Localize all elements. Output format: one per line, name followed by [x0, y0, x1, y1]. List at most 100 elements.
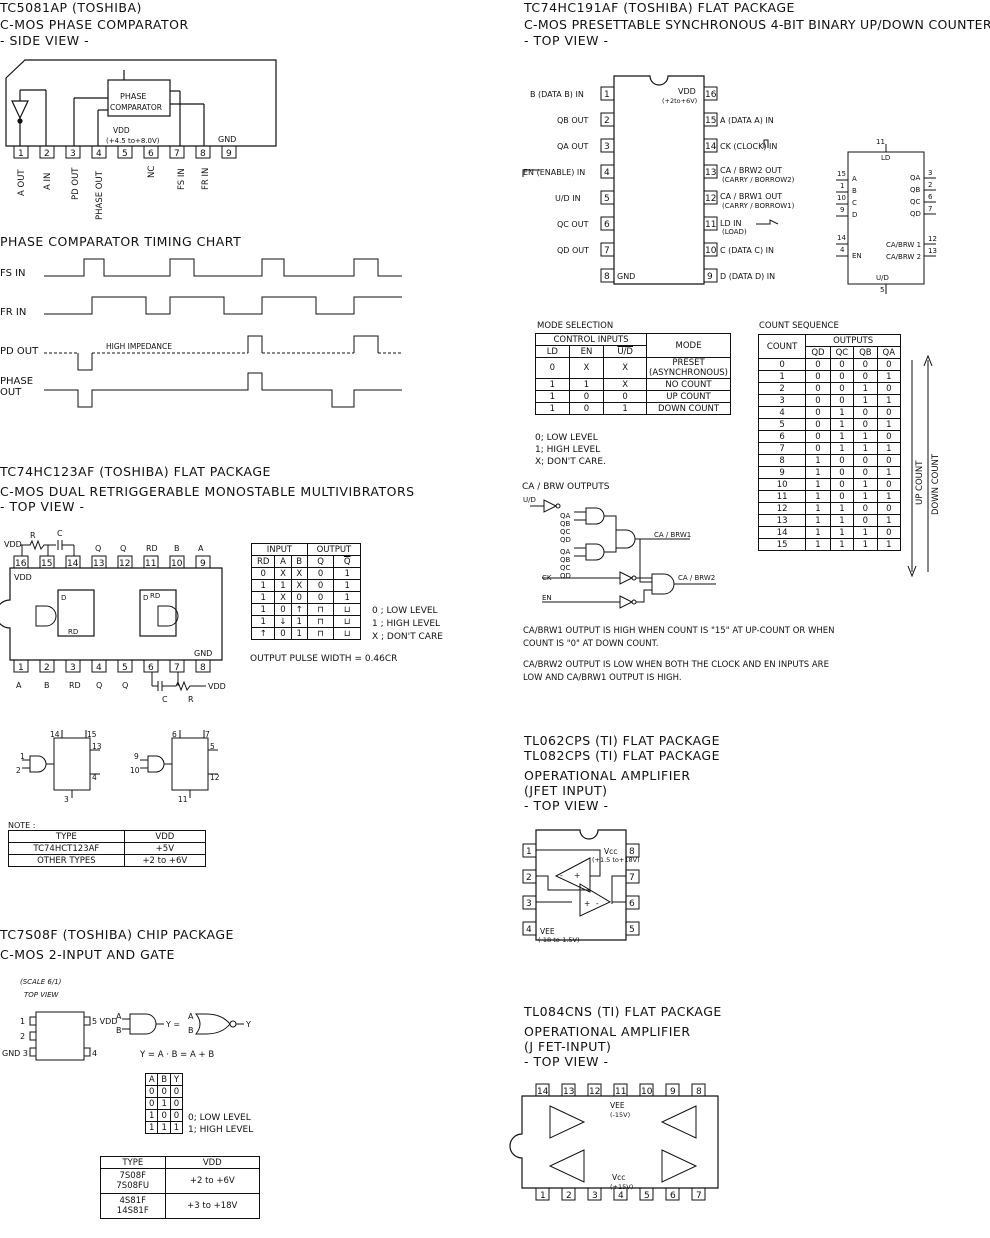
svg-text:11: 11 [145, 559, 156, 569]
count-cell: 1 [829, 526, 855, 539]
svg-text:PD OUT: PD OUT [71, 167, 81, 200]
count-cell: 1 [876, 490, 902, 503]
count-cell: 1 [876, 418, 902, 431]
tc123-note-label: NOTE : [8, 821, 36, 830]
svg-text:QB OUT: QB OUT [557, 116, 588, 125]
svg-text:Q: Q [96, 681, 102, 690]
svg-text:2: 2 [526, 873, 532, 883]
carry-note-2b: LOW AND CA/BRW1 OUTPUT IS HIGH. [523, 673, 682, 683]
svg-text:B: B [44, 681, 50, 690]
svg-text:14: 14 [705, 142, 717, 152]
svg-text:5: 5 [880, 286, 884, 294]
svg-text:D (DATA D) IN: D (DATA D) IN [720, 272, 775, 281]
svg-text:U/D: U/D [523, 496, 536, 504]
svg-text:D: D [61, 594, 66, 602]
phase-block-label: PHASE [120, 92, 146, 101]
svg-text:C: C [57, 529, 63, 538]
count-cell: 0 [805, 382, 831, 395]
svg-text:3: 3 [64, 795, 69, 804]
svg-text:9: 9 [134, 752, 139, 761]
svg-text:3: 3 [70, 663, 76, 673]
svg-text:6: 6 [928, 193, 933, 201]
svg-text:VEE: VEE [540, 927, 555, 936]
count-cell: 1 [853, 490, 878, 503]
tc123-view: - TOP VIEW - [0, 499, 85, 514]
svg-text:R: R [30, 531, 36, 540]
svg-text:(+4.5 to+8.0V): (+4.5 to+8.0V) [106, 137, 160, 145]
svg-text:(CARRY / BORROW2): (CARRY / BORROW2) [722, 176, 795, 184]
tc191-pin-labels: B (DATA B) IN QB OUT QA OUT EN (ENABLE) … [523, 87, 795, 281]
count-cell: 15 [757, 538, 807, 551]
svg-text:1: 1 [840, 182, 844, 190]
count-cell: 0 [876, 502, 902, 515]
svg-text:8: 8 [604, 272, 610, 282]
tc123-legend-low: 0 ; LOW LEVEL [372, 606, 438, 616]
svg-text:5: 5 [122, 149, 128, 159]
svg-text:CA/BRW 2: CA/BRW 2 [886, 253, 921, 261]
svg-text:(CARRY / BORROW1): (CARRY / BORROW1) [722, 202, 795, 210]
svg-text:Y =: Y = [165, 1020, 180, 1029]
svg-text:5: 5 [629, 925, 635, 935]
svg-text:A: A [198, 544, 204, 553]
svg-text:5: 5 [644, 1191, 650, 1201]
svg-text:6: 6 [148, 663, 154, 673]
tc123-pulse-width: OUTPUT PULSE WIDTH = 0.46CR [250, 654, 398, 664]
svg-text:FS IN: FS IN [177, 168, 187, 190]
svg-text:QB: QB [910, 186, 921, 194]
count-cell: 1 [757, 370, 807, 383]
count-cell: 1 [829, 502, 855, 515]
tl084-subtitle-2: (J FET-INPUT) [524, 1039, 612, 1054]
svg-text:7: 7 [696, 1191, 702, 1201]
svg-text:6: 6 [172, 730, 177, 739]
svg-text:QD OUT: QD OUT [557, 246, 589, 255]
svg-text:5: 5 [604, 194, 610, 204]
svg-text:A IN: A IN [43, 173, 53, 190]
svg-text:LD IN: LD IN [720, 219, 742, 228]
tc7s08-subtitle: C-MOS 2-INPUT AND GATE [0, 947, 175, 962]
tl062-title-2: TL082CPS (TI) FLAT PACKAGE [524, 748, 721, 763]
svg-text:15: 15 [837, 170, 846, 178]
svg-text:10: 10 [837, 194, 846, 202]
signal-fs-in: FS IN [0, 268, 26, 279]
svg-text:4: 4 [92, 1049, 97, 1058]
svg-text:RD: RD [68, 628, 78, 636]
count-cell: 0 [876, 406, 902, 419]
svg-text:11: 11 [705, 220, 716, 230]
svg-text:4: 4 [840, 246, 845, 254]
svg-text:2: 2 [20, 1032, 25, 1041]
svg-text:R: R [188, 695, 194, 704]
mode-selection-title: MODE SELECTION [537, 321, 614, 331]
count-cell: 0 [829, 454, 855, 467]
svg-text:7: 7 [205, 730, 210, 739]
svg-text:1: 1 [20, 1017, 25, 1026]
svg-text:4: 4 [618, 1191, 624, 1201]
svg-text:2: 2 [44, 149, 50, 159]
count-cell: 0 [829, 382, 855, 395]
svg-text:1: 1 [604, 90, 610, 100]
svg-text:7: 7 [174, 663, 180, 673]
svg-text:VDD: VDD [14, 573, 32, 582]
svg-text:11: 11 [178, 795, 188, 804]
svg-text:QC: QC [560, 564, 571, 572]
count-cell: 0 [805, 430, 831, 443]
svg-text:-: - [596, 899, 599, 908]
tc123-legend-high: 1 ; HIGH LEVEL [372, 619, 441, 629]
svg-text:NC: NC [147, 166, 157, 178]
tc7s08-view: TOP VIEW [24, 991, 59, 999]
svg-text:12: 12 [210, 773, 220, 782]
svg-text:RD: RD [69, 681, 81, 690]
svg-text:VDD: VDD [678, 87, 696, 96]
svg-text:(+2to+6V): (+2to+6V) [662, 97, 697, 105]
tc7s08-scale: (SCALE 6/1) [20, 978, 62, 986]
count-cell: 6 [757, 430, 807, 443]
svg-text:9: 9 [840, 206, 844, 214]
count-cell: 0 [853, 418, 878, 431]
